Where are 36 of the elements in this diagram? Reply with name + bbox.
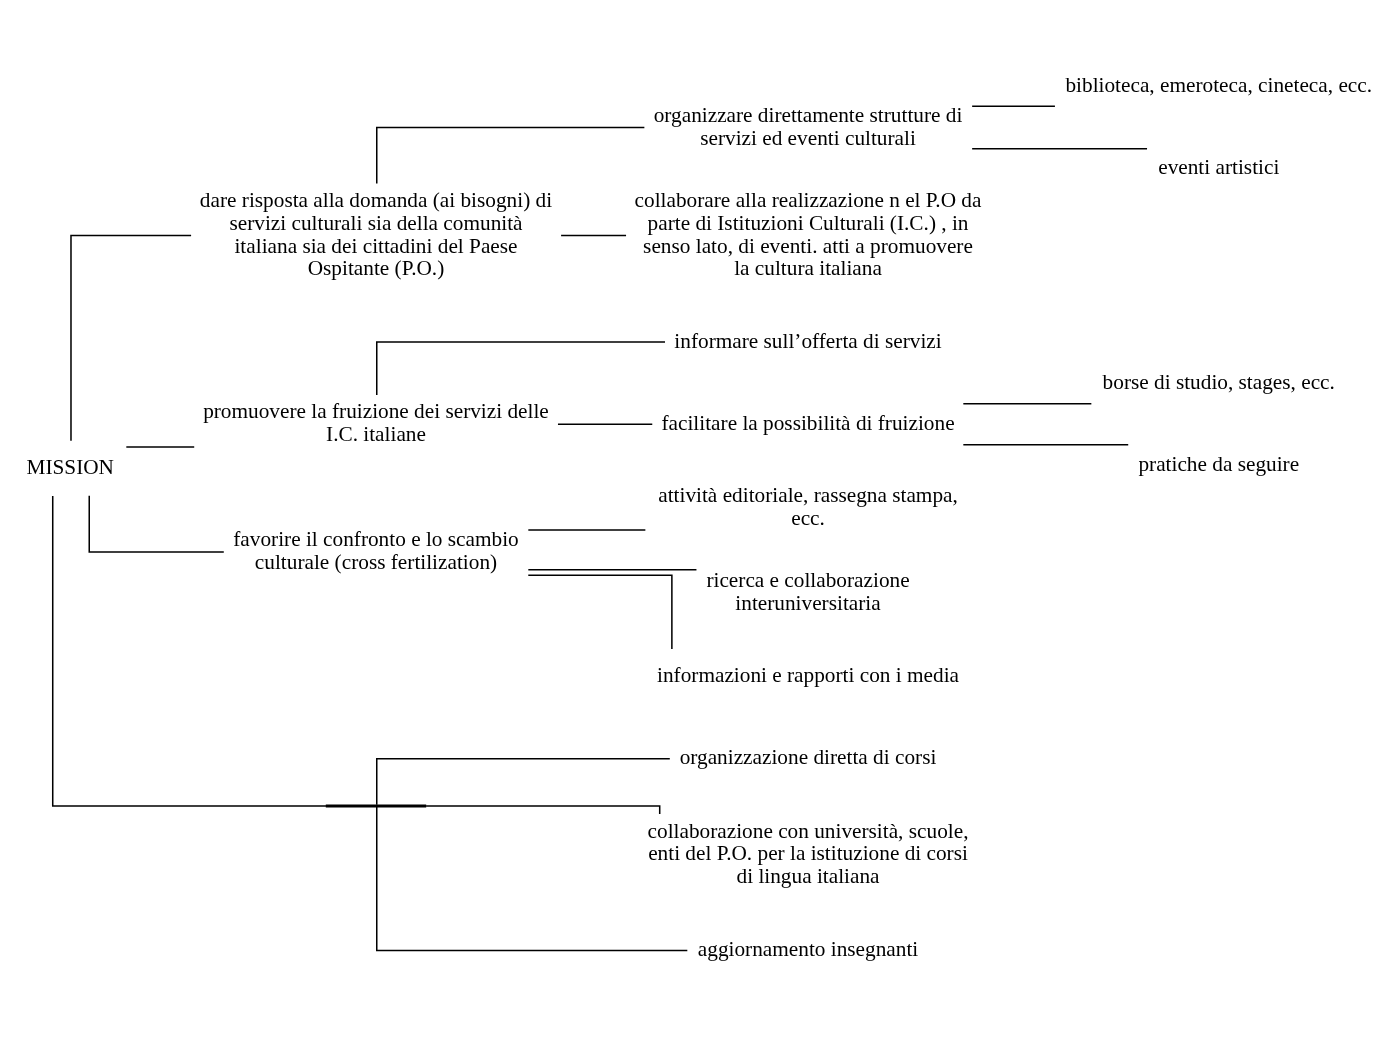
node-text: organizzare direttamente strutture di servizi ed eventi culturali bbox=[653, 102, 963, 150]
connector bbox=[376, 806, 689, 952]
node-text: informazioni e rapporti con i media bbox=[657, 663, 960, 688]
node-text: promuovere la fruizione dei servizi delle I.C. italiane bbox=[203, 399, 549, 447]
connector bbox=[88, 494, 225, 553]
connector bbox=[125, 446, 195, 448]
node-text: organizzazione diretta di corsi bbox=[679, 745, 937, 770]
node-text: eventi artistici bbox=[1158, 155, 1280, 180]
node-text: facilitare la possibilità di fruizione bbox=[661, 410, 955, 435]
connector bbox=[51, 495, 327, 807]
node-text: ricerca e collaborazione interuniversitaria bbox=[706, 568, 910, 616]
node-text: pratiche da seguire bbox=[1138, 451, 1300, 476]
connector bbox=[560, 234, 627, 237]
connector bbox=[962, 443, 1129, 446]
node-text: borse di studio, stages, ecc. bbox=[1102, 369, 1335, 394]
node-text: collaborazione con università, scuole, enti del P.O. per la istituzione di corsi di lingua italiana bbox=[647, 818, 969, 889]
connector bbox=[962, 402, 1093, 405]
node-bar bbox=[325, 804, 427, 808]
connector bbox=[527, 574, 673, 650]
connector bbox=[557, 423, 654, 425]
node-text: biblioteca, emeroteca, cineteca, ecc. bbox=[1065, 73, 1373, 98]
node-text: informare sull’offerta di servizi bbox=[674, 328, 942, 353]
connector bbox=[376, 126, 646, 185]
connector bbox=[527, 568, 698, 571]
node-text: collaborare alla realizzazione n el P.O da parte di Istituzioni Culturali (I.C.) , in senso lato, di eventi. atti a promuovere la cultura italiana bbox=[634, 187, 982, 281]
node-text: dare risposta alla domanda (ai bisogni) di servizi culturali sia della comunità italiana sia dei cittadini del Paese Ospitante (P.O.) bbox=[199, 187, 553, 281]
node-text: favorire il confronto e lo scambio culturale (cross fertilization) bbox=[233, 527, 519, 575]
connector bbox=[971, 148, 1148, 150]
connector bbox=[527, 529, 647, 531]
node-text: MISSION bbox=[26, 454, 114, 479]
connector bbox=[376, 341, 666, 396]
connector bbox=[376, 758, 671, 806]
node-text: aggiornamento insegnanti bbox=[697, 937, 919, 962]
connector bbox=[971, 105, 1056, 107]
connector bbox=[70, 234, 192, 442]
node-text: attività editoriale, rassegna stampa, ecc. bbox=[658, 483, 958, 530]
